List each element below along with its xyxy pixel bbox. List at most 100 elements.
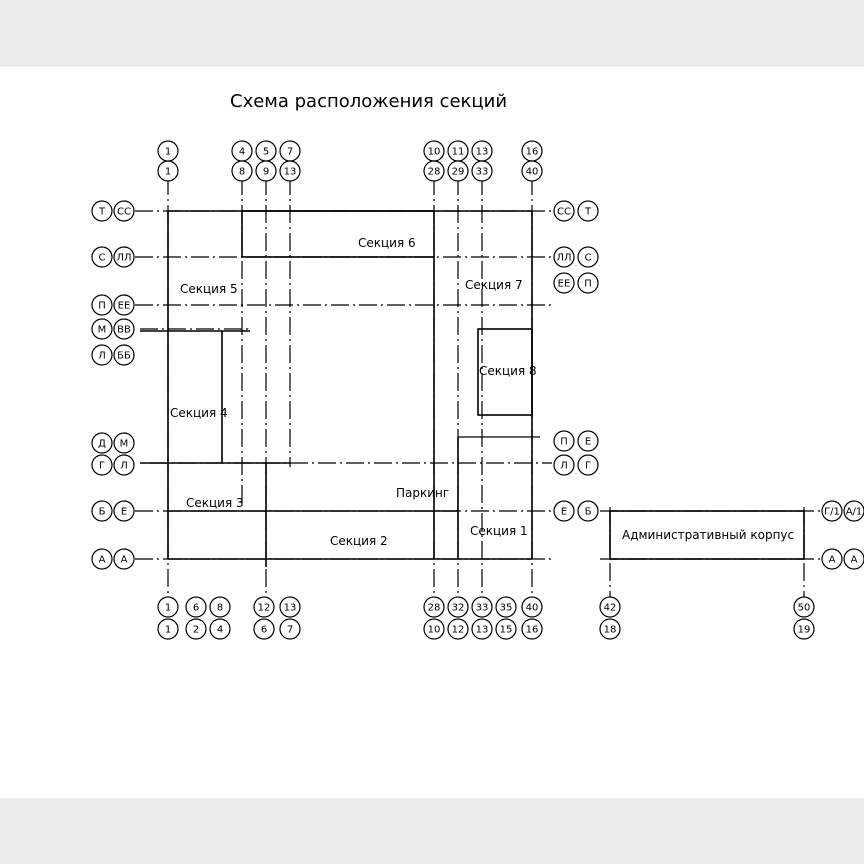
admin-building-outline — [609, 510, 805, 560]
axis-marker-circle — [91, 432, 113, 454]
axis-marker-right_outer-2: П — [584, 279, 592, 290]
axis-marker-left_inner-2: ЕЕ — [118, 301, 131, 312]
axis-marker-circle — [521, 160, 543, 182]
axis-marker-bottom_row2-3: 6 — [261, 625, 267, 636]
axis-marker-circle — [231, 160, 253, 182]
axis-marker-right_outer-5: Б — [585, 507, 592, 518]
axis-marker-left_inner-5: М — [120, 439, 129, 450]
axis-marker-bottom_row2-10: 18 — [604, 625, 617, 636]
axis-marker-bottom_row2-1: 2 — [193, 625, 199, 636]
axis-marker-circle — [577, 200, 599, 222]
axis-marker-top_row1-2: 5 — [263, 147, 269, 158]
axis-marker-circle — [553, 430, 575, 452]
axis-marker-right_inner-6: А — [829, 555, 836, 566]
axis-marker-circle — [471, 618, 493, 640]
axis-marker-right_outer-6: А — [851, 555, 858, 566]
axis-marker-circle — [279, 160, 301, 182]
axis-marker-top_row2-0: 1 — [165, 167, 171, 178]
axis-marker-top_row2-6: 33 — [476, 167, 489, 178]
axis-marker-circle — [113, 548, 135, 570]
axis-marker-bottom_row1-9: 40 — [526, 603, 539, 614]
axis-marker-left_inner-4: ББ — [117, 351, 131, 362]
axis-marker-circle — [423, 160, 445, 182]
axis-marker-circle — [577, 430, 599, 452]
axis-marker-top_row2-3: 13 — [284, 167, 297, 178]
axis-marker-circle — [553, 272, 575, 294]
axis-marker-bottom_row2-4: 7 — [287, 625, 293, 636]
axis-marker-circle — [447, 618, 469, 640]
label-section-6: Секция 6 — [358, 236, 416, 250]
axis-marker-bottom_row1-8: 35 — [500, 603, 513, 614]
axis-marker-circle — [471, 596, 493, 618]
axis-marker-circle — [553, 454, 575, 476]
axis-marker-circle — [185, 596, 207, 618]
axis-marker-circle — [253, 618, 275, 640]
axis-marker-right_inner-1: ЛЛ — [556, 253, 571, 264]
section-6-hatched — [241, 210, 435, 258]
axis-marker-left_outer-3: М — [98, 325, 107, 336]
axis-marker-circle — [577, 454, 599, 476]
axis-marker-left_outer-8: А — [99, 555, 106, 566]
axis-marker-circle — [553, 500, 575, 522]
axis-marker-circle — [113, 344, 135, 366]
section-layout-drawing: Схема расположения секций — [91, 91, 864, 640]
label-section-3: Секция 3 — [186, 496, 244, 510]
axis-marker-top_row1-0: 1 — [165, 147, 171, 158]
axis-marker-circle — [255, 160, 277, 182]
axis-marker-top_row2-4: 28 — [428, 167, 441, 178]
axis-marker-right_outer-4: Г — [585, 461, 591, 472]
axis-marker-circle — [185, 618, 207, 640]
axis-marker-circle — [495, 618, 517, 640]
axis-marker-circle — [553, 246, 575, 268]
axis-marker-right_outer-3: Е — [585, 437, 591, 448]
axis-marker-circle — [793, 618, 815, 640]
label-section-7: Секция 7 — [465, 278, 523, 292]
axis-marker-circle — [113, 318, 135, 340]
axis-marker-circle — [113, 500, 135, 522]
axis-marker-far_right-1: А/1 — [846, 507, 863, 518]
axis-marker-right_outer-0: Т — [584, 207, 592, 218]
axis-marker-right_inner-4: Л — [560, 461, 568, 472]
axis-marker-top_row1-7: 16 — [526, 147, 539, 158]
axis-marker-left_outer-5: Д — [98, 439, 106, 450]
axis-marker-bottom_row1-6: 32 — [452, 603, 465, 614]
axis-marker-circle — [821, 500, 843, 522]
axis-marker-top_row1-5: 11 — [452, 147, 465, 158]
axis-marker-right_inner-3: П — [560, 437, 568, 448]
section-8-outline — [477, 328, 533, 416]
axis-marker-circle — [447, 160, 469, 182]
axis-marker-circle — [423, 596, 445, 618]
axis-marker-circle — [113, 454, 135, 476]
label-section-1: Секция 1 — [470, 524, 528, 538]
axis-marker-circle — [91, 500, 113, 522]
axis-marker-circle — [577, 500, 599, 522]
axis-marker-left_inner-7: Е — [121, 507, 127, 518]
axis-marker-circle — [91, 318, 113, 340]
axis-marker-bottom_row1-3: 12 — [258, 603, 271, 614]
axis-marker-top_row1-6: 13 — [476, 147, 489, 158]
axis-marker-circle — [279, 596, 301, 618]
axis-marker-circle — [577, 272, 599, 294]
axis-marker-circle — [279, 618, 301, 640]
axis-marker-bottom_row1-0: 1 — [165, 603, 171, 614]
axis-marker-bottom_row2-8: 15 — [500, 625, 513, 636]
axis-marker-bottom_row1-5: 28 — [428, 603, 441, 614]
axis-marker-top_row1-3: 7 — [287, 147, 293, 158]
axis-marker-circle — [821, 548, 843, 570]
axis-marker-bottom_row1-1: 6 — [193, 603, 199, 614]
axis-marker-left_inner-1: ЛЛ — [116, 253, 131, 264]
axis-marker-circle — [91, 454, 113, 476]
building-outlines — [140, 210, 805, 567]
axis-marker-circle — [843, 548, 864, 570]
axis-marker-bottom_row1-4: 13 — [284, 603, 297, 614]
axis-marker-circle — [113, 294, 135, 316]
axis-marker-bottom_row2-7: 13 — [476, 625, 489, 636]
axis-marker-left_inner-8: А — [121, 555, 128, 566]
axis-marker-circle — [553, 200, 575, 222]
axis-marker-right_inner-5: Е — [561, 507, 567, 518]
axis-marker-circle — [521, 596, 543, 618]
axis-marker-left_inner-6: Л — [120, 461, 128, 472]
drawing-sheet: Схема расположения секций — [0, 67, 864, 798]
axis-marker-bottom_row2-2: 4 — [217, 625, 223, 636]
axis-marker-top_row2-5: 29 — [452, 167, 465, 178]
